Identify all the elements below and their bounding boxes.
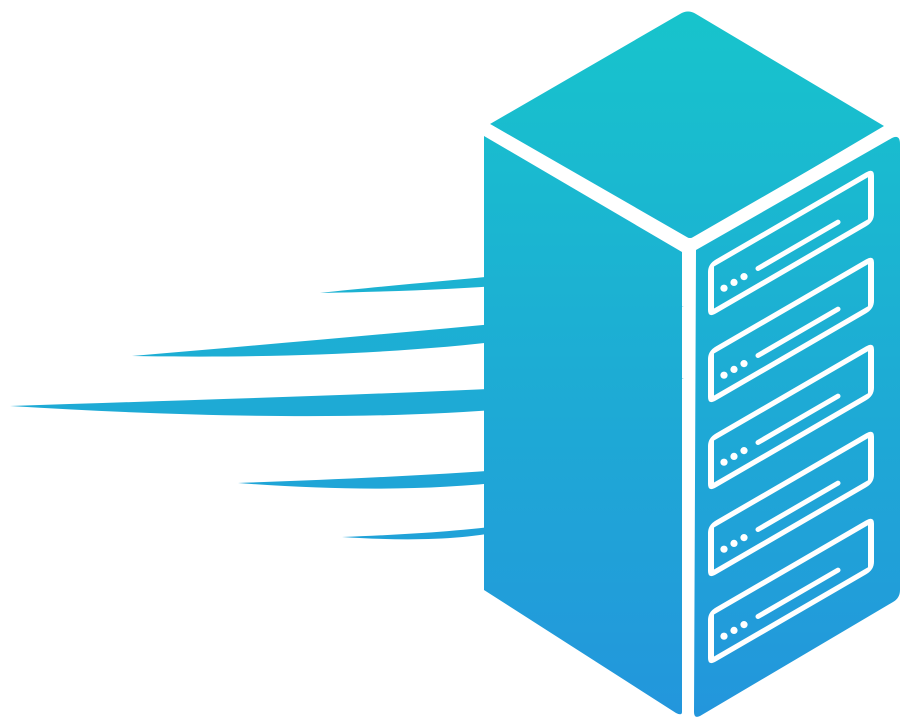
server-unit-panel <box>714 438 868 570</box>
server-units <box>708 170 874 664</box>
status-light-icon <box>720 632 728 640</box>
status-light-icon <box>720 545 728 553</box>
server-unit-panel <box>714 525 868 657</box>
status-light-icon <box>730 365 738 374</box>
status-light-icon <box>720 458 728 466</box>
status-light-icon <box>730 626 738 635</box>
status-light-icon <box>740 447 748 455</box>
server-rack <box>484 11 900 718</box>
status-light-icon <box>730 452 738 461</box>
status-light-icon <box>730 278 738 287</box>
status-light-icon <box>740 360 748 368</box>
server-left-face <box>484 136 682 715</box>
status-light-icon <box>740 621 748 629</box>
drive-slot <box>755 567 841 620</box>
status-light-icon <box>740 534 748 542</box>
drive-slot <box>755 306 841 359</box>
speed-line-2 <box>132 306 684 357</box>
server-unit-panel <box>714 264 868 396</box>
status-light-icon <box>720 371 728 379</box>
status-light-icon <box>740 273 748 281</box>
drive-slot <box>755 393 841 446</box>
server-unit-panel <box>714 177 868 309</box>
drive-slot <box>755 219 841 272</box>
server-unit-panel <box>714 351 868 483</box>
drive-slot <box>755 480 841 533</box>
status-light-icon <box>730 539 738 548</box>
status-light-icon <box>720 284 728 292</box>
speed-line-4 <box>238 460 614 489</box>
